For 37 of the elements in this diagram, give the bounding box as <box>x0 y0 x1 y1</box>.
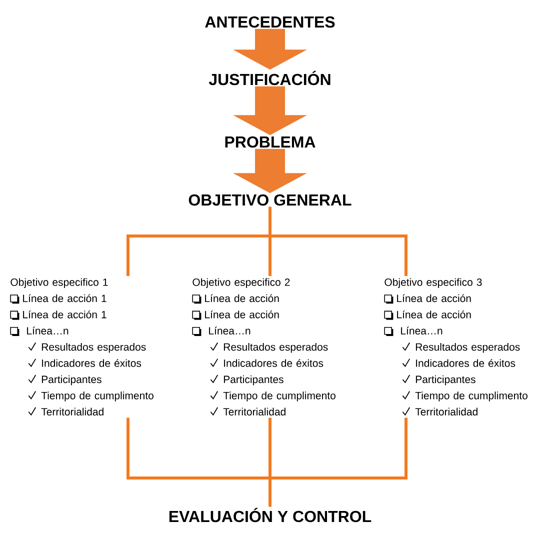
list-item: Territorialidad <box>223 408 286 416</box>
list-item: Línea de acción 1 <box>23 294 106 302</box>
block-arrow <box>233 28 307 70</box>
list-item: Línea…n <box>401 326 442 335</box>
list-item: Línea de acción <box>397 310 471 318</box>
list-heading: Objetivo especifico 2 <box>192 278 290 288</box>
list-heading: Objetivo especifico 3 <box>384 278 482 288</box>
heading: JUSTIFICACIÓN <box>208 70 330 86</box>
list-item: Resultados esperados <box>224 343 328 353</box>
list-item: Línea…n <box>209 326 250 335</box>
list-item: Línea de acción 1 <box>23 310 106 318</box>
connector-line <box>268 418 408 507</box>
heading: PROBLEMA <box>225 136 316 148</box>
list-item: Tiempo de cumplimento <box>415 392 528 402</box>
block-arrow <box>233 86 307 136</box>
heading: EVALUACIÓN Y CONTROL <box>169 508 372 522</box>
list-item: Línea de acción <box>205 310 279 318</box>
list-item: Resultados esperados <box>42 343 146 353</box>
list-item: Línea…n <box>27 326 68 335</box>
list-item: Participantes <box>42 375 102 386</box>
list-item: Participantes <box>224 375 284 386</box>
heading: OBJETIVO GENERAL <box>188 194 352 206</box>
list-item: Indicadores de éxitos <box>416 359 516 367</box>
list-item: Participantes <box>416 375 476 386</box>
list-item: Indicadores de éxitos <box>224 359 324 367</box>
list-item: Indicadores de éxitos <box>42 359 142 367</box>
list-item: Línea de acción <box>397 294 471 302</box>
list-item: Resultados esperados <box>416 343 520 353</box>
list-item: Territorialidad <box>415 408 478 416</box>
connector-line <box>268 206 408 276</box>
list-item: Tiempo de cumplimento <box>41 392 154 402</box>
heading: ANTECEDENTES <box>205 16 335 28</box>
list-item: Línea de acción <box>205 294 279 302</box>
list-item: Tiempo de cumplimento <box>223 392 336 402</box>
block-arrow <box>233 148 307 194</box>
list-heading: Objetivo especifico 1 <box>10 278 108 288</box>
list-item: Territorialidad <box>41 408 104 416</box>
